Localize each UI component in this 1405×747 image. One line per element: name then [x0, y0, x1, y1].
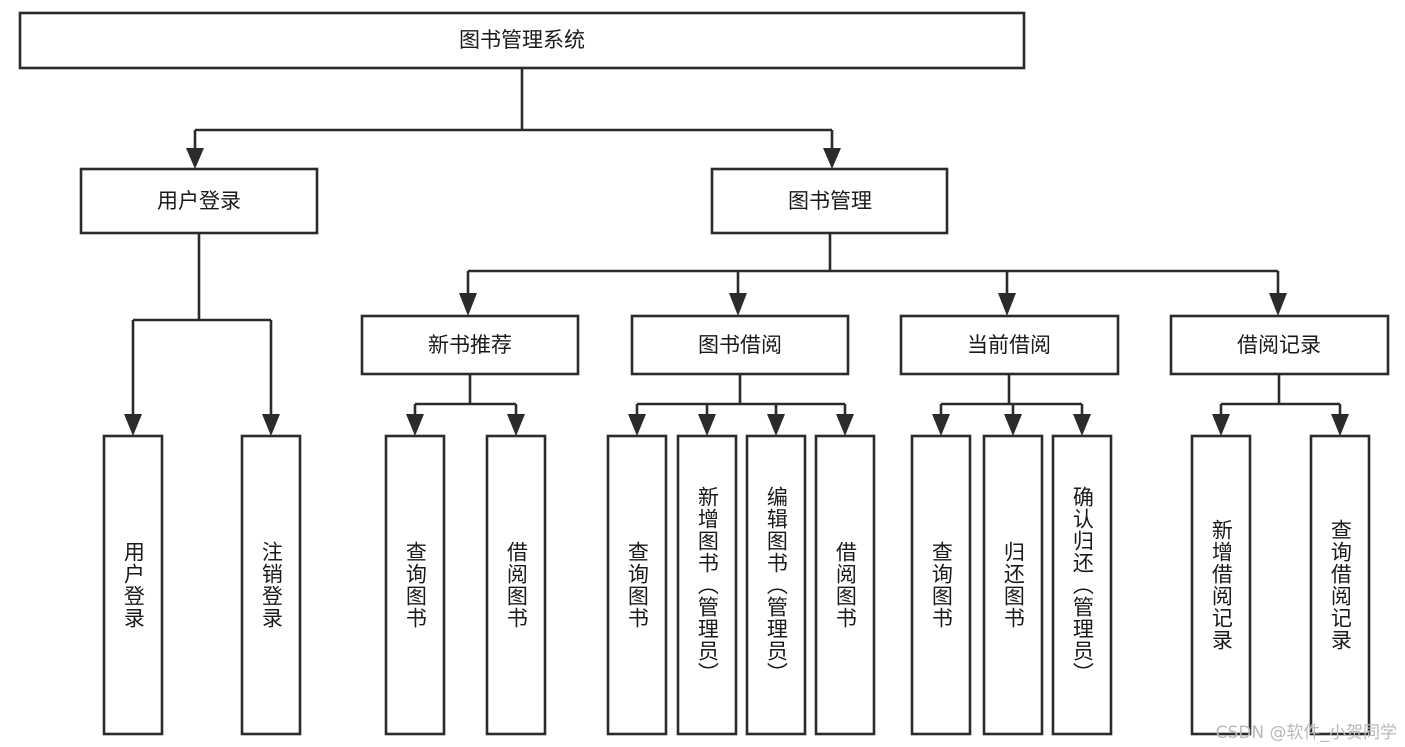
- leaf-box-user-logout[interactable]: [240, 434, 302, 736]
- arrowhead-icon: [1004, 414, 1022, 436]
- leaf-box-add-record[interactable]: [1190, 434, 1252, 736]
- node-user-login-box[interactable]: [79, 167, 319, 235]
- leaf-box-confirm-return[interactable]: [1051, 434, 1113, 736]
- arrowhead-icon: [628, 414, 646, 436]
- leaf-box-borrow-book-2[interactable]: [814, 434, 876, 736]
- arrowhead-icon: [823, 148, 841, 169]
- node-current-borrow[interactable]: 当前借阅: [899, 314, 1120, 376]
- connector-bookborrow-bus: [635, 374, 847, 418]
- leaf-box-query-book-2[interactable]: [606, 434, 668, 736]
- arrowhead-icon: [459, 293, 477, 316]
- leaf-box-query-book-3[interactable]: [910, 434, 972, 736]
- connector-currentborrow-bus: [939, 374, 1084, 418]
- leaf-box-query-record[interactable]: [1309, 434, 1371, 736]
- leaf-box-edit-book[interactable]: [745, 434, 807, 736]
- leaf-box-group: [102, 434, 1371, 736]
- node-root-label: 图书管理系统: [459, 28, 585, 52]
- leaf-box-borrow-book-1[interactable]: [485, 434, 547, 736]
- arrowhead-icon: [124, 414, 142, 436]
- arrowhead-icon: [406, 414, 424, 436]
- node-book-manage-label: 图书管理: [788, 189, 872, 213]
- connector-borrowrecord-bus: [1219, 374, 1342, 418]
- node-new-book-rec[interactable]: 新书推荐: [360, 314, 580, 376]
- arrowhead-icon: [998, 293, 1016, 316]
- node-current-borrow-box[interactable]: [899, 314, 1120, 376]
- node-book-borrow[interactable]: 图书借阅: [630, 314, 850, 376]
- arrowhead-icon: [262, 414, 280, 436]
- csdn-watermark: CSDN @软件_小贺同学: [1215, 723, 1397, 743]
- node-book-manage[interactable]: 图书管理: [710, 167, 949, 235]
- connector-root-bus: [193, 68, 834, 152]
- arrowhead-icon: [767, 414, 785, 436]
- node-book-manage-box[interactable]: [710, 167, 949, 235]
- arrowhead-icon: [932, 414, 950, 436]
- arrowhead-icon: [1331, 414, 1349, 436]
- arrowhead-icon: [836, 414, 854, 436]
- arrowhead-icon: [698, 414, 716, 436]
- node-borrow-record-label: 借阅记录: [1237, 333, 1321, 357]
- arrowhead-icon: [1212, 414, 1230, 436]
- connector-userlogin-bus: [131, 233, 273, 418]
- connector-newbook-bus: [413, 374, 518, 418]
- connector-group: [131, 68, 1342, 418]
- leaf-box-user-login[interactable]: [102, 434, 164, 736]
- arrowhead-icon: [186, 148, 204, 169]
- node-user-login-label: 用户登录: [157, 189, 241, 213]
- arrowhead-icon: [729, 293, 747, 316]
- arrowhead-group: [124, 148, 1349, 436]
- node-borrow-record-box[interactable]: [1169, 314, 1390, 376]
- node-new-book-rec-box[interactable]: [360, 314, 580, 376]
- leaf-box-return-book[interactable]: [982, 434, 1044, 736]
- node-root-box[interactable]: [18, 11, 1026, 70]
- arrowhead-icon: [1269, 293, 1287, 316]
- node-book-borrow-box[interactable]: [630, 314, 850, 376]
- connector-bookmanage-bus: [466, 233, 1280, 296]
- leaf-box-add-book[interactable]: [676, 434, 738, 736]
- leaf-box-query-book-1[interactable]: [384, 434, 446, 736]
- node-book-borrow-label: 图书借阅: [698, 333, 782, 357]
- node-current-borrow-label: 当前借阅: [967, 333, 1051, 357]
- node-borrow-record[interactable]: 借阅记录: [1169, 314, 1390, 376]
- node-root[interactable]: 图书管理系统: [18, 11, 1026, 70]
- arrowhead-icon: [1073, 414, 1091, 436]
- node-new-book-rec-label: 新书推荐: [428, 333, 512, 357]
- node-user-login[interactable]: 用户登录: [79, 167, 319, 235]
- arrowhead-icon: [507, 414, 525, 436]
